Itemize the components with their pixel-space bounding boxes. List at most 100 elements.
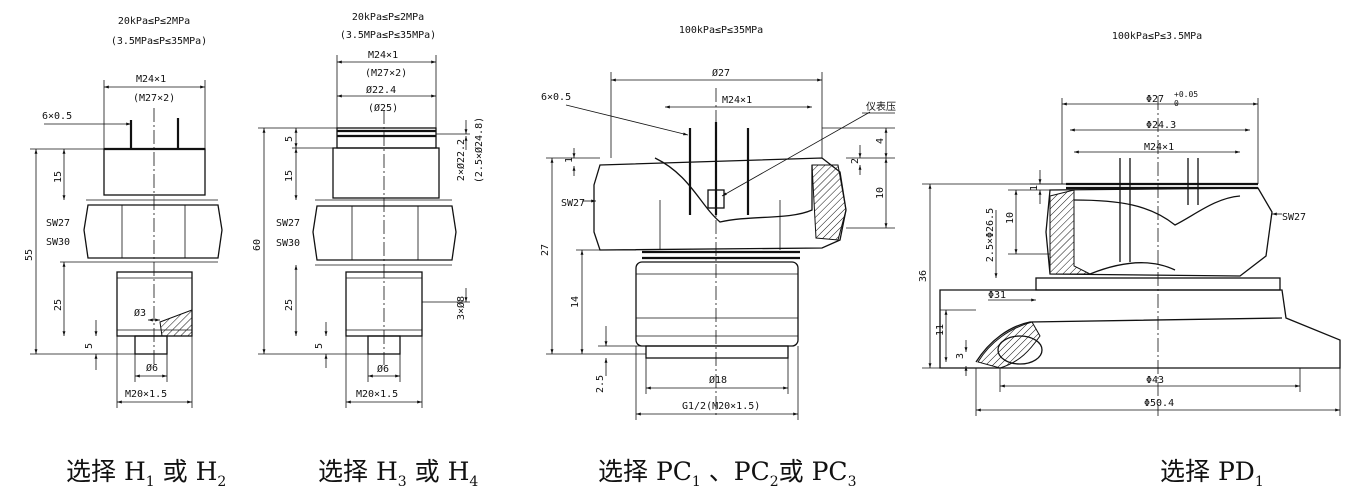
caption-text: 、PC [700, 457, 770, 486]
caption-text: 选择 H [318, 457, 398, 486]
dim-d50-4: Φ50.4 [1144, 398, 1174, 409]
dim-d18: Ø18 [709, 374, 727, 386]
range-label: 100kPa≤P≤3.5MPa [1112, 31, 1202, 42]
caption-subscript: 1 [1254, 474, 1264, 490]
range-label: 20kPa≤P≤2MPa [118, 16, 190, 27]
caption-subscript: 1 [145, 474, 155, 490]
dim-d24-3: Φ24.3 [1146, 120, 1176, 131]
section-hatch [811, 164, 847, 241]
dim-length: 55 [24, 249, 35, 261]
hex-nut [83, 204, 223, 259]
dim-d3: Ø3 [134, 307, 146, 319]
caption-subscript: 2 [217, 474, 227, 490]
dim-d27-tol2: 0 [1174, 99, 1179, 108]
cutaway-edge [1089, 262, 1176, 275]
dim-h10: 10 [1005, 212, 1016, 224]
caption-h3-h4: 选择 H3 或 H4 [318, 452, 478, 490]
caption-subscript: 2 [769, 474, 779, 490]
dim-h25: 25 [53, 299, 64, 311]
caption-text: 或 H [162, 457, 218, 486]
caption-pc: 选择 PC1 、PC2或 PC3 [598, 452, 856, 490]
section-hatch-flange [977, 321, 1041, 369]
dim-h27: 27 [540, 244, 551, 256]
dim-h5: 5 [84, 343, 95, 349]
dim-length: 60 [252, 239, 263, 251]
caption-text: 选择 PD [1160, 457, 1255, 486]
dim-h2-5: 2.5 [595, 375, 606, 393]
dim-h5b: 5 [314, 343, 325, 349]
dim-dia-alt: (Ø25) [368, 102, 398, 114]
dim-oring-top-alt: (2.5×Ø24.8) [473, 117, 485, 183]
dim-thread-bottom: M20×1.5 [125, 389, 167, 400]
dim-h1: 1 [1029, 185, 1040, 191]
caption-pd1: 选择 PD1 [1160, 452, 1264, 490]
dim-pins: 6×0.5 [42, 111, 72, 122]
flange-upper [975, 317, 1283, 363]
connector-body [332, 147, 440, 199]
caption-text: 或 H [414, 457, 470, 486]
dim-d43: Φ43 [1146, 375, 1164, 386]
dim-sw27: SW27 [46, 218, 70, 229]
dim-sw: SW27 [1282, 212, 1306, 223]
caption-text: 选择 PC [598, 457, 692, 486]
dim-thread-top-alt: (M27×2) [133, 93, 175, 104]
dim-h2: 2 [850, 158, 861, 164]
dim-dia: Ø22.4 [366, 84, 396, 96]
dim-oring: 2.5×Φ26.5 [985, 208, 996, 262]
dim-h10: 10 [875, 187, 886, 199]
drawing-pc: 100kPa≤P≤35MPa Ø27 M24×1 6×0.5 仪表压 [540, 25, 896, 420]
dim-d27: Φ27 [1146, 94, 1164, 105]
dim-h14: 14 [570, 296, 581, 308]
cutaway-edge [1073, 195, 1241, 226]
caption-text: 或 PC [778, 457, 848, 486]
thread-body [635, 261, 799, 347]
dim-sw30: SW30 [276, 238, 300, 249]
connector-body [103, 148, 206, 196]
caption-subscript: 1 [691, 474, 701, 490]
label-port: 仪表压 [866, 100, 896, 113]
range-label: 100kPa≤P≤35MPa [679, 25, 763, 36]
dim-d27-tol: +0.05 [1174, 90, 1198, 99]
dim-pins: 6×0.5 [541, 92, 571, 103]
section-hatch-left [1049, 189, 1091, 275]
dim-thread-top: M24×1 [368, 50, 398, 61]
dim-thread-bottom: M20×1.5 [356, 389, 398, 400]
range-label-alt: (3.5MPa≤P≤35MPa) [340, 30, 436, 41]
caption-subscript: 3 [847, 474, 857, 490]
drawing-pd1: 100kPa≤P≤3.5MPa Φ27 +0.05 0 Φ24.3 M24×1 [918, 31, 1341, 416]
dim-thread-top-alt: (M27×2) [365, 68, 407, 79]
dim-h3: 3 [955, 353, 966, 359]
caption-subscript: 3 [397, 474, 407, 490]
dim-h1: 1 [564, 157, 575, 163]
drawing-h3-h4: 20kPa≤P≤2MPa (3.5MPa≤P≤35MPa) M24×1 (M27… [252, 12, 485, 408]
port-tip [645, 345, 789, 359]
dim-h15: 15 [53, 171, 64, 183]
caption-subscript: 4 [469, 474, 479, 490]
caption-text: 选择 H [66, 457, 146, 486]
drawing-h1-h2: 20kPa≤P≤2MPa (3.5MPa≤P≤35MPa) M24×1 (M27… [24, 16, 223, 408]
dim-oring-top: 2×Ø22.2 [455, 139, 467, 181]
caption-h1-h2: 选择 H1 或 H2 [66, 452, 226, 490]
dim-h36: 36 [918, 270, 929, 282]
hex-body [593, 157, 847, 251]
range-label-alt: (3.5MPa≤P≤35MPa) [111, 36, 207, 47]
port-tip [134, 335, 168, 355]
dim-sw30: SW30 [46, 237, 70, 248]
dim-thread-bottom: G1/2(M20×1.5) [682, 401, 760, 412]
dim-sw27: SW27 [276, 218, 300, 229]
dim-d27: Ø27 [712, 67, 730, 79]
dim-sw: SW27 [561, 198, 585, 209]
dim-h15: 15 [284, 170, 295, 182]
dim-h5a: 5 [284, 136, 295, 142]
range-label: 20kPa≤P≤2MPa [352, 12, 424, 23]
dim-d31: Φ31 [988, 290, 1006, 301]
dim-thread-top: M24×1 [136, 74, 166, 85]
hex-nut [312, 205, 457, 261]
dim-thread: M24×1 [1144, 142, 1174, 153]
dim-h11: 11 [935, 324, 946, 336]
dim-h4: 4 [875, 138, 886, 144]
dim-h25: 25 [284, 299, 295, 311]
cutaway-edge [654, 157, 813, 223]
o-ring [997, 335, 1043, 365]
